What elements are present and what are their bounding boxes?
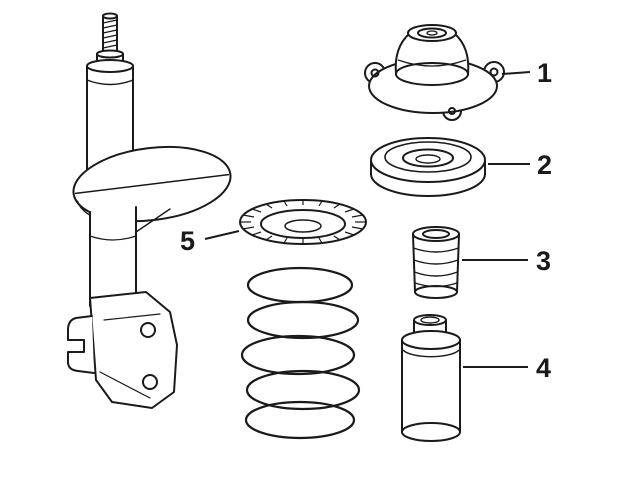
callout-5: 5 [180,226,240,256]
dust-boot-drawing [401,314,461,442]
callout-3-label: 3 [536,246,551,276]
strut-threaded-stud [96,12,124,63]
callout-2: 2 [488,150,552,180]
strut-mount-drawing [364,24,505,121]
spring-seat-bearing-drawing [370,137,486,197]
callout-4: 4 [463,353,551,383]
strut-spring-plate [72,145,232,223]
coil-spring-drawing [240,266,361,440]
upper-spring-seat-drawing [239,199,367,245]
callout-5-label: 5 [180,226,195,256]
bump-stop-drawing [412,226,460,299]
callout-4-label: 4 [536,353,551,383]
spring-seat-serrations [240,200,366,244]
callout-1-leader [501,71,531,75]
strut-lower-body [89,206,171,307]
callout-5-leader [204,230,240,240]
callout-2-label: 2 [537,150,552,180]
callout-1-label: 1 [537,58,552,88]
callout-3: 3 [462,246,551,276]
strut-bracket [67,291,178,409]
strut-assembly-drawing [67,12,232,409]
callout-1: 1 [501,58,552,88]
